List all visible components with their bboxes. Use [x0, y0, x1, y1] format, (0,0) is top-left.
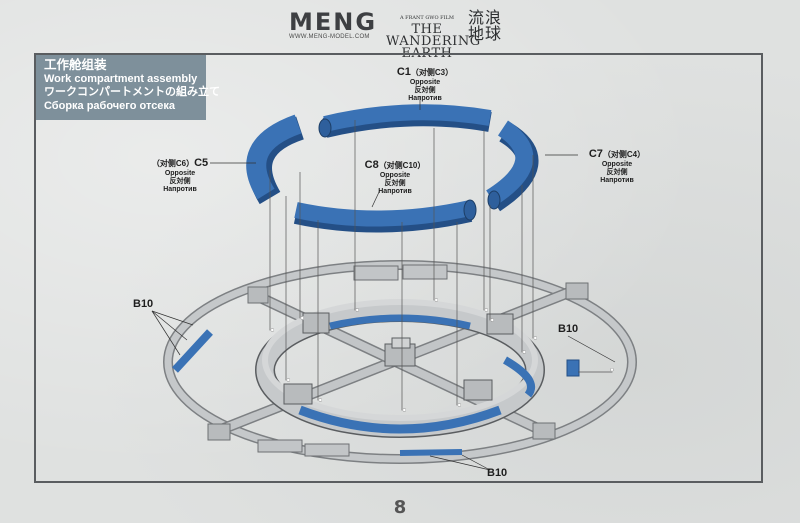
top-blocks — [257, 264, 448, 457]
ring-c1-c3 — [318, 104, 492, 138]
title-jp: ワークコンパートメントの組み立て — [44, 86, 220, 98]
label-c7-id: C7 — [588, 148, 603, 160]
label-c7: C7（对侧C4） Opposite 反対側 Напротив — [578, 148, 656, 185]
title-en: Work compartment assembly — [44, 72, 198, 85]
label-c7-opposite-cn: （对侧C4） — [602, 150, 646, 159]
label-c7-part: C7（对侧C4） — [578, 148, 656, 161]
ring-c7-c4 — [486, 120, 539, 212]
label-b10-bottom: B10 — [487, 467, 508, 479]
title-cn: 工作舱组装 — [44, 58, 107, 72]
label-c8-id: C8 — [364, 159, 379, 171]
label-c5-en: Opposite — [164, 170, 196, 177]
label-c1-part: C1（对侧C3） — [385, 66, 465, 79]
label-c7-ru: Напротив — [600, 177, 634, 184]
inner-ring — [255, 299, 545, 438]
label-c1: C1（对侧C3） Opposite 反対側 Напротив — [385, 66, 465, 103]
label-c8-ru: Напротив — [378, 188, 412, 195]
label-c5-part: （对侧C6）C5 — [146, 157, 214, 170]
hub-and-joints — [283, 312, 514, 405]
step-title-box: 工作舱组装 Work compartment assembly ワークコンパート… — [36, 55, 220, 120]
label-b10-right: B10 — [558, 323, 579, 335]
label-c8-jp: 反対側 — [384, 180, 406, 187]
label-c5-jp: 反対側 — [169, 178, 191, 185]
label-b10-left: B10 — [133, 298, 154, 310]
film-cn-line1: 流浪 — [468, 8, 503, 27]
page-number: 8 — [393, 497, 407, 518]
b10-parts — [172, 329, 580, 456]
label-c1-ru: Напротив — [408, 95, 442, 102]
label-c1-jp: 反対側 — [414, 87, 436, 94]
ring-c5-c6 — [246, 114, 305, 205]
film-title-line1: THE WANDERING — [386, 22, 481, 49]
label-c1-id: C1 — [396, 66, 411, 78]
film-cn-line2: 地球 — [468, 24, 503, 43]
meng-url: WWW.MENG-MODEL.COM — [289, 34, 370, 40]
film-cn-title: 流浪 地球 — [468, 10, 512, 42]
label-c5-ru: Напротив — [163, 186, 197, 193]
instruction-frame — [34, 53, 763, 483]
label-c5-opposite-cn: （对侧C6） — [151, 159, 195, 168]
label-c8-en: Opposite — [379, 172, 411, 179]
outer-ring — [163, 260, 637, 464]
ring-c8-c10 — [293, 199, 477, 233]
label-c5: （对侧C6）C5 Opposite 反対側 Напротив — [146, 157, 214, 194]
title-ru: Сборка рабочего отсека — [44, 99, 176, 112]
label-c1-opposite-cn: （对侧C3） — [410, 68, 454, 77]
label-c1-en: Opposite — [409, 79, 441, 86]
label-c7-en: Opposite — [601, 161, 633, 168]
assembly-arrows — [270, 120, 612, 410]
label-c5-id: C5 — [194, 157, 209, 169]
meng-logo: MENG — [289, 8, 378, 36]
label-c8-opposite-cn: （对侧C10） — [378, 161, 426, 170]
callout-lines — [151, 96, 616, 471]
label-c8-part: C8（对侧C10） — [355, 159, 435, 172]
label-c7-jp: 反対側 — [606, 169, 628, 176]
label-c8: C8（对侧C10） Opposite 反対側 Напротив — [355, 159, 435, 196]
film-credit: A FRANT GWO FILM — [399, 15, 455, 21]
